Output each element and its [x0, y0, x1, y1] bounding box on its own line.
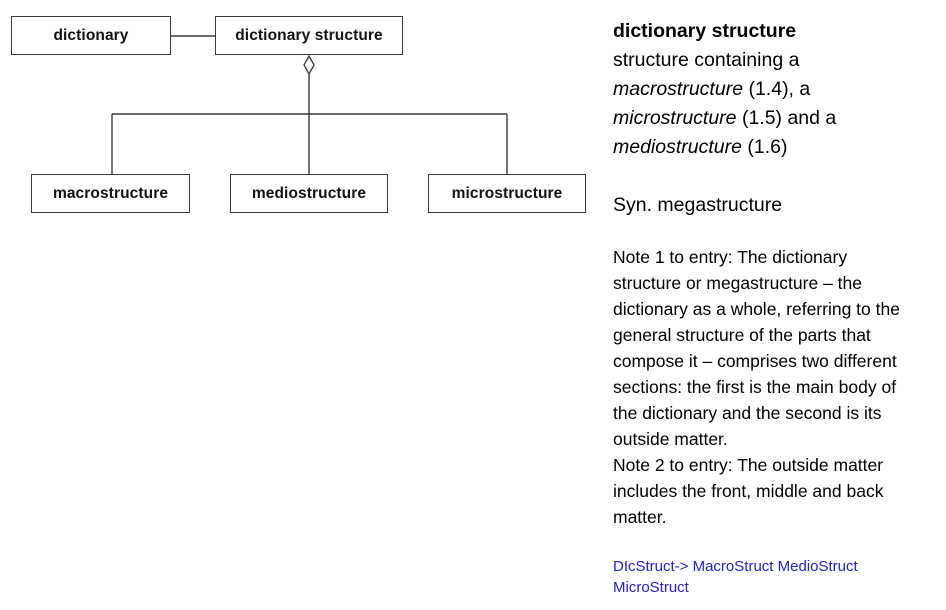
concept-diagram: dictionary dictionary structure macrostr…: [0, 0, 612, 232]
aggregation-diamond-icon: [303, 54, 315, 76]
diagram-node-macrostructure: macrostructure: [31, 174, 190, 213]
definition-line: structure containing a: [613, 46, 946, 75]
diagram-node-dictionary: dictionary: [11, 16, 171, 55]
node-label-dictionary-structure: dictionary structure: [235, 26, 383, 44]
term-heading: dictionary structure: [613, 20, 797, 42]
definition-text: (1.6): [741, 136, 788, 158]
definition-italic-term: mediostructure: [613, 136, 742, 158]
node-label-mediostructure: mediostructure: [251, 184, 367, 202]
definition-text: (1.4), a: [743, 78, 811, 100]
symbol-link[interactable]: DIcStruct-> MacroStruct MedioStruct Micr…: [613, 558, 858, 596]
diagram-node-microstructure: microstructure: [428, 174, 586, 213]
definition-text: (1.5) and a: [736, 107, 837, 129]
node-label-microstructure: microstructure: [451, 184, 563, 202]
node-label-dictionary: dictionary: [53, 26, 129, 44]
definition-text: structure containing a: [613, 49, 800, 71]
synonym-line: Syn. megastructure: [613, 194, 783, 216]
definition-line: macrostructure (1.4), a: [613, 75, 946, 104]
definition-line: microstructure (1.5) and a: [613, 104, 946, 133]
diagram-connectors: [111, 35, 508, 174]
note-2: Note 2 to entry: The outside matter incl…: [613, 455, 884, 527]
node-label-macrostructure: macrostructure: [52, 184, 169, 202]
diagram-node-mediostructure: mediostructure: [230, 174, 388, 213]
definition-italic-term: macrostructure: [613, 78, 744, 100]
diagram-node-dictionary-structure: dictionary structure: [215, 16, 403, 55]
definition-panel: dictionary structure structure containin…: [613, 17, 946, 598]
spacer: [613, 162, 946, 191]
definition-italic-term: microstructure: [613, 107, 737, 129]
note-1: Note 1 to entry: The dictionary structur…: [613, 247, 900, 449]
definition-line: mediostructure (1.6): [613, 133, 946, 162]
